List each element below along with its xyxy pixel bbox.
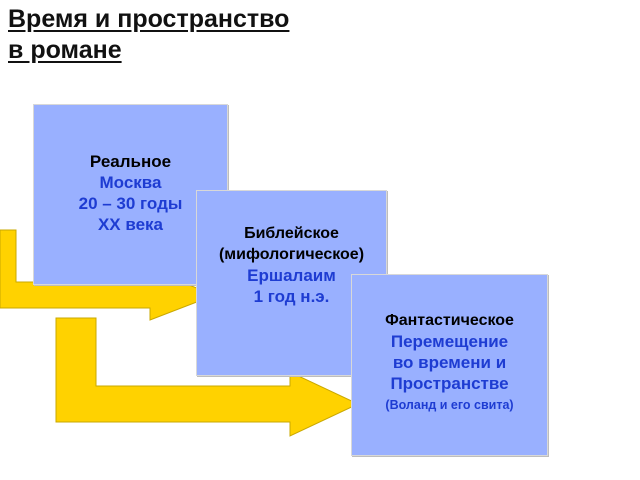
arrow-shape-2 <box>55 317 360 437</box>
box-biblical-line-2: 1 год н.э. <box>253 287 330 306</box>
box-real-line-1: Москва <box>99 173 162 192</box>
title-line-1: Время и пространство <box>8 5 290 33</box>
title-line-2: в романе <box>8 36 122 64</box>
box-real-heading: Реальное <box>89 152 172 171</box>
box-fantastic-line-2: во времени и <box>392 353 507 372</box>
box-fantastic-heading: Фантастическое <box>385 312 514 329</box>
box-real-line-2: 20 – 30 годы <box>78 194 183 213</box>
box-biblical-heading: Библейское <box>244 225 339 242</box>
box-biblical-heading-2: (мифологическое) <box>218 246 365 263</box>
slide-title: Время и пространство в романе <box>8 4 608 66</box>
box-biblical-line-1: Ершалаим <box>247 266 336 285</box>
box-fantastic: Фантастическое Перемещение во времени и … <box>351 274 548 456</box>
box-fantastic-line-1: Перемещение <box>390 332 509 351</box>
box-real-line-3: XX века <box>97 215 164 234</box>
box-fantastic-note: (Воланд и его свита) <box>385 398 514 412</box>
box-fantastic-line-3: Пространстве <box>390 374 509 393</box>
